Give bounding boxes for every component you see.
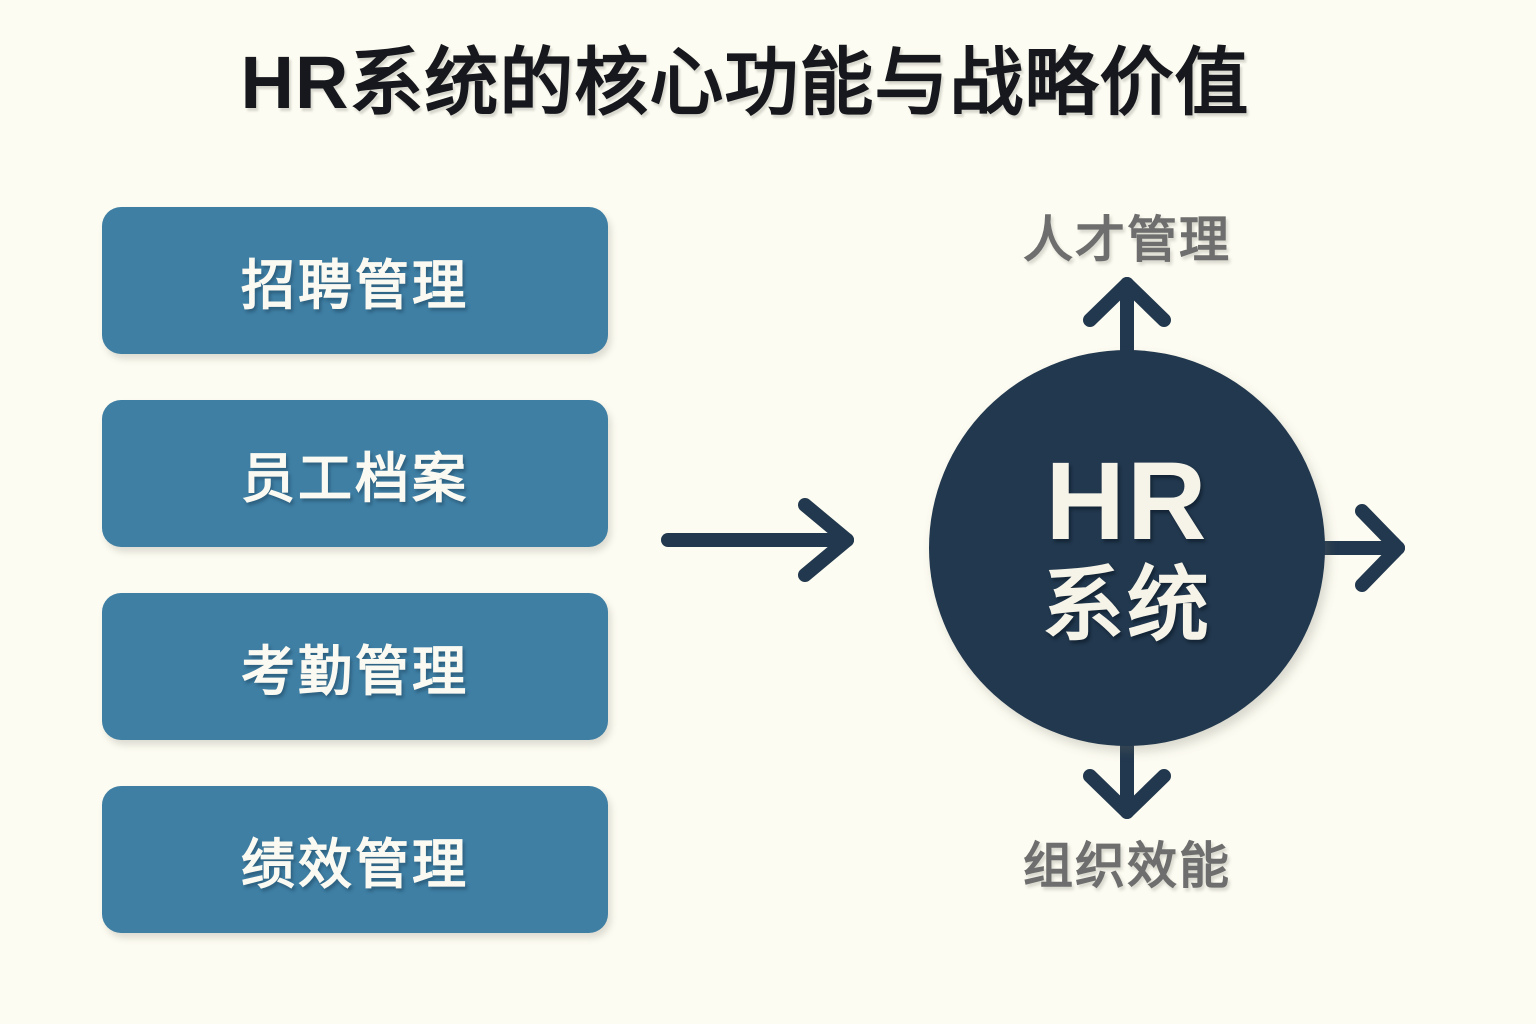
arrow-right-icon <box>661 498 854 582</box>
feature-box-performance[interactable]: 绩效管理 <box>102 786 608 933</box>
feature-box-label: 员工档案 <box>241 449 469 509</box>
feature-box-list: 招聘管理 员工档案 考勤管理 绩效管理 <box>102 207 608 933</box>
feature-box-employee-records[interactable]: 员工档案 <box>102 400 608 547</box>
feature-box-label: 招聘管理 <box>241 256 469 316</box>
outcome-label-organizational-effectiveness: 组织效能 <box>1023 838 1231 894</box>
page-title: HR系统的核心功能与战略价值 <box>240 41 1250 124</box>
feature-box-label: 绩效管理 <box>241 835 469 895</box>
hub-title-main: HR <box>1045 439 1209 563</box>
hub-title-sub: 系统 <box>1041 559 1212 651</box>
feature-box-attendance[interactable]: 考勤管理 <box>102 593 608 740</box>
feature-box-label: 考勤管理 <box>241 642 469 702</box>
hub-circle[interactable]: HR 系统 <box>929 350 1325 746</box>
outcome-label-talent-management: 人才管理 <box>1023 212 1231 268</box>
feature-box-recruitment[interactable]: 招聘管理 <box>102 207 608 354</box>
